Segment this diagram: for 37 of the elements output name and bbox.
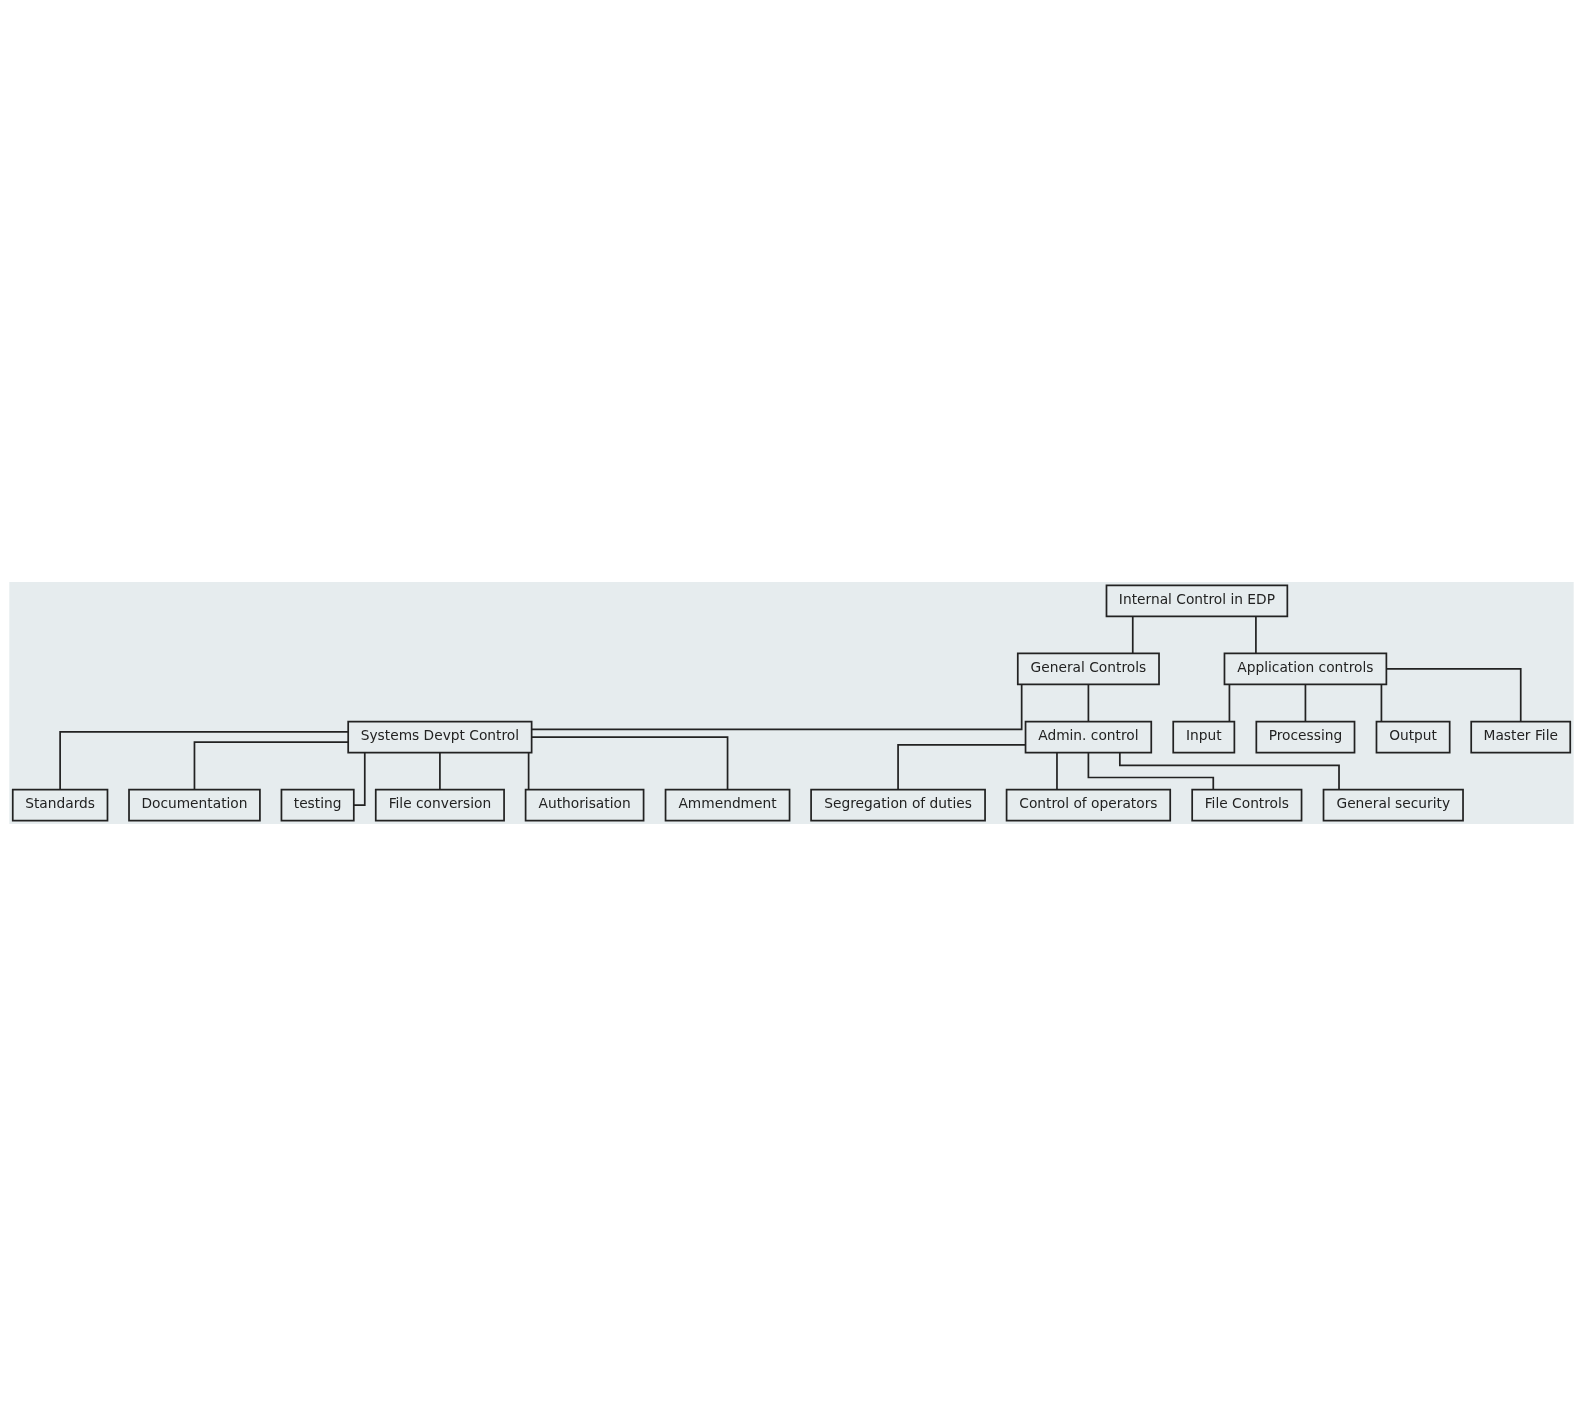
node-box: Segregation of duties: [810, 788, 986, 821]
connector: [530, 683, 1023, 730]
connector: [1087, 683, 1090, 722]
connector: [1119, 751, 1340, 790]
node-box: Processing: [1255, 720, 1356, 753]
connector: [193, 740, 350, 790]
node-box: Documentation: [128, 788, 261, 821]
connector: [352, 751, 366, 806]
node-box: Master File: [1470, 720, 1572, 753]
node-box: Admin. control: [1024, 720, 1153, 753]
connector: [1131, 615, 1134, 654]
node-box: Internal Control in EDP: [1105, 584, 1289, 617]
node-box: Authorisation: [524, 788, 645, 821]
connector: [1056, 751, 1058, 790]
node-box: File conversion: [374, 788, 505, 821]
node-box: Control of operators: [1005, 788, 1172, 821]
connector: [897, 743, 1027, 790]
connector: [1385, 667, 1522, 722]
connector: [527, 751, 530, 790]
node-box: Standards: [11, 788, 109, 821]
node-box: Ammendment: [664, 788, 791, 821]
connector: [1380, 683, 1383, 722]
node-box: Systems Devpt Control: [347, 720, 533, 753]
connector: [439, 751, 441, 790]
node-box: File Controls: [1191, 788, 1303, 821]
connector: [1304, 683, 1307, 722]
node-box: Application controls: [1223, 652, 1388, 685]
node-box: General security: [1322, 788, 1464, 821]
connector: [59, 730, 349, 790]
connector: [1087, 751, 1215, 790]
connector: [1255, 615, 1257, 654]
node-box: Output: [1375, 720, 1451, 753]
node-box: testing: [280, 788, 355, 821]
connector: [530, 735, 729, 790]
node-box: Input: [1172, 720, 1236, 753]
node-box: General Controls: [1016, 652, 1160, 685]
connector: [1228, 683, 1231, 722]
